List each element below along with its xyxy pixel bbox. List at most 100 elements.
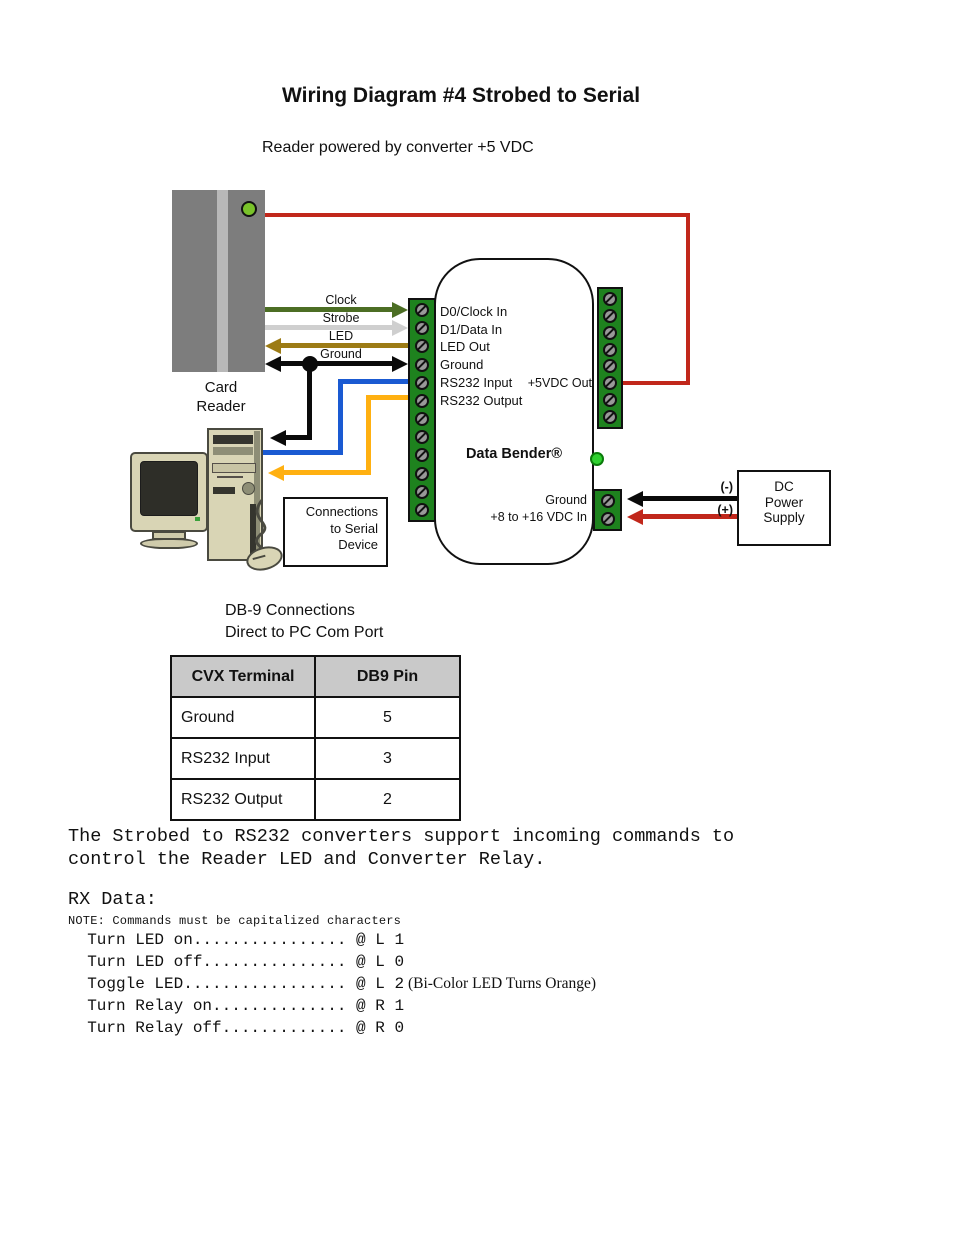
screw-terminal <box>415 303 429 317</box>
wire-5vdc-to-terminal <box>622 381 688 385</box>
pc-tower <box>207 428 263 561</box>
rs232-output-arrowhead <box>268 465 284 481</box>
card-reader-label: Card Reader <box>196 379 246 415</box>
terminal-label: LED Out <box>440 339 490 355</box>
screw-terminal <box>415 375 429 390</box>
db9-pin-cell: 3 <box>314 737 461 780</box>
wire-label-strobe: Strobe <box>322 311 360 325</box>
screw-terminal <box>603 376 617 391</box>
screw-terminal <box>603 308 617 323</box>
command-line: Turn Relay off............. @ R 0 <box>68 1018 596 1040</box>
ground-arrowhead-left <box>265 356 281 372</box>
wire-strobe <box>265 325 394 330</box>
cvx-terminal-cell: RS232 Output <box>170 778 316 821</box>
screw-terminal <box>603 393 617 408</box>
db9-pin-cell: 2 <box>314 778 461 821</box>
pc-drive-bay <box>213 447 253 455</box>
wire-5vdc-horizontal <box>265 213 690 217</box>
pc-buttons <box>213 487 235 494</box>
cvx-terminal-cell: RS232 Input <box>170 737 316 780</box>
screw-terminal <box>415 412 429 427</box>
wire-label-led: LED <box>328 329 354 343</box>
vdc-out-label: +5VDC Out <box>527 376 592 390</box>
pc-power-button <box>242 482 255 495</box>
intro-paragraph: The Strobed to RS232 converters support … <box>68 826 735 870</box>
command-line: Turn LED off............... @ L 0 <box>68 952 596 974</box>
pc-vent-slot <box>250 504 256 554</box>
cvx-terminal-header: CVX Terminal <box>170 655 316 698</box>
terminal-label: RS232 Input <box>440 374 513 390</box>
clock-arrowhead <box>392 302 408 318</box>
serial-connections-box: Connections to Serial Device <box>283 497 388 567</box>
wire-led <box>279 343 408 348</box>
left-terminal-strip <box>408 298 436 522</box>
power-terminal-strip <box>593 489 622 531</box>
wire-clock <box>265 307 394 312</box>
pc-power-led-icon <box>195 517 200 521</box>
pc-monitor <box>130 452 208 532</box>
wire-rs232-output-vertical <box>366 395 371 475</box>
page-title: Wiring Diagram #4 Strobed to Serial <box>281 84 641 107</box>
wire-ground <box>279 361 394 366</box>
converter-led-icon <box>590 452 604 466</box>
terminal-label: Ground <box>440 357 484 373</box>
ground-arrowhead-right <box>392 356 408 372</box>
power-vdc-in-label: +8 to +16 VDC In <box>490 510 587 524</box>
wire-dc-negative <box>643 496 737 501</box>
wire-5vdc-vertical <box>686 213 690 385</box>
wire-rs232-input-vertical <box>338 379 343 455</box>
command-text: Toggle LED................. @ L 2 <box>68 975 405 994</box>
command-line: Turn Relay on.............. @ R 1 <box>68 996 596 1018</box>
screw-terminal <box>415 502 429 517</box>
led-arrowhead <box>265 338 281 354</box>
screw-terminal <box>415 393 429 408</box>
db9-caption: DB-9 Connections Direct to PC Com Port <box>225 602 384 641</box>
wire-dc-positive <box>643 514 737 519</box>
command-line: Toggle LED................. @ L 2 (Bi-Co… <box>68 973 596 996</box>
rx-data-heading: RX Data: <box>68 889 157 910</box>
wire-ground-vertical <box>307 364 312 438</box>
page-subtitle: Reader powered by converter +5 VDC <box>262 139 534 156</box>
dc-negative-arrowhead <box>627 491 643 507</box>
wire-ground-to-pc <box>286 435 312 440</box>
dc-positive-arrowhead <box>627 509 643 525</box>
screw-terminal <box>415 448 429 463</box>
db9-pin-cell: 5 <box>314 696 461 739</box>
wire-rs232-output <box>369 395 408 400</box>
command-list: Turn LED on................ @ L 1 Turn L… <box>68 930 596 1040</box>
power-ground-label: Ground <box>545 493 587 507</box>
screw-terminal <box>415 466 429 481</box>
screw-terminal <box>415 430 429 445</box>
screw-terminal <box>600 512 615 526</box>
wire-rs232-output-to-pc <box>284 470 371 475</box>
command-text: Turn LED on................ @ L 1 <box>68 931 405 949</box>
card-reader-led-icon <box>241 201 257 217</box>
screw-terminal <box>415 339 429 354</box>
screw-terminal <box>600 494 615 508</box>
table-header-row: CVX Terminal DB9 Pin <box>170 655 461 698</box>
wire-label-clock: Clock <box>325 293 357 307</box>
screw-terminal <box>603 292 617 306</box>
screw-terminal <box>603 409 617 424</box>
dc-power-supply-box: DC Power Supply <box>737 470 831 546</box>
strobe-arrowhead <box>392 320 408 336</box>
screw-terminal <box>603 359 617 374</box>
card-reader-stripe <box>217 190 228 372</box>
cvx-terminal-cell: Ground <box>170 696 316 739</box>
screw-terminal <box>415 357 429 372</box>
dc-positive-label: (+) <box>717 503 733 517</box>
screw-terminal <box>603 325 617 340</box>
ground-pc-arrowhead <box>270 430 286 446</box>
terminal-label: RS232 Output <box>440 392 523 408</box>
pc-screen <box>140 461 198 516</box>
dc-negative-label: (-) <box>720 480 734 494</box>
note-line: NOTE: Commands must be capitalized chara… <box>68 914 402 928</box>
command-text: Turn LED off............... @ L 0 <box>68 952 405 971</box>
pc-tower-shadow <box>254 431 260 560</box>
pc-drive-bay <box>213 435 253 444</box>
